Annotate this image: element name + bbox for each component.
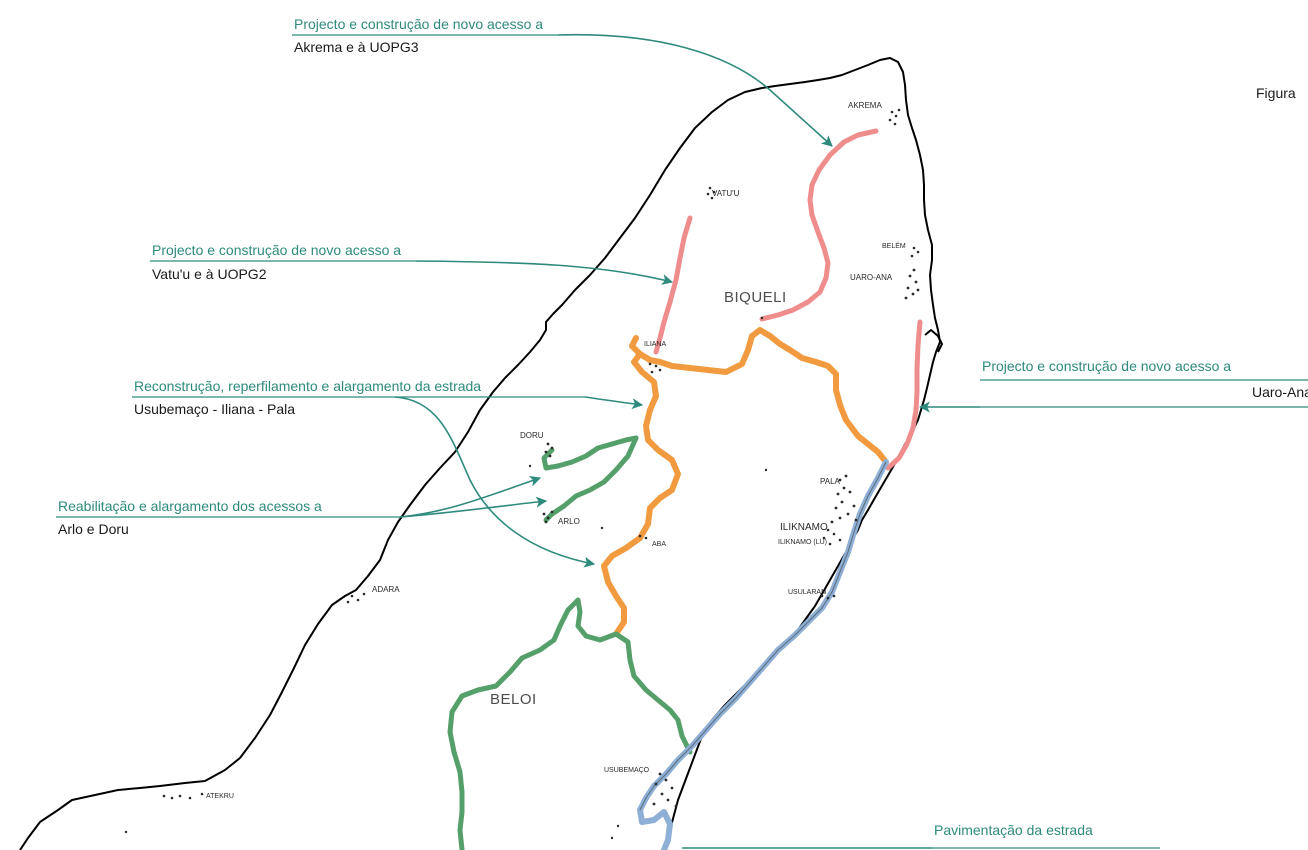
village-akrema-marker [888,108,901,126]
coastline-east-tip [924,329,943,353]
coastline-west [19,57,941,850]
annotation-uaroana-title: Projecto e construção de novo acesso a [982,358,1231,374]
place-label-aba: ABA [652,541,666,548]
region-label-beloi: BELOI [490,691,537,708]
annotation-reconstruction-subtitle: Usubemaço - Iliana - Pala [134,401,295,417]
place-label-atekru: ATEKRU [206,793,234,800]
annotation-uaroana-subtitle: Uaro-Ana [1252,384,1308,400]
place-label-usularan: USULARAN [788,589,826,596]
annotation-reconstruction-leader-2 [394,396,596,568]
annotation-paving-title: Pavimentação da estrada [934,822,1093,838]
annotation-akrema: Projecto e construção de novo acesso a A… [292,16,833,147]
annotation-paving: Pavimentação da estrada [682,822,1160,849]
village-arlo-marker [542,510,554,524]
village-usularan-marker [820,594,836,600]
route-arlo-access [543,435,639,523]
place-label-doru: DORU [520,431,544,440]
village-pala-marker [830,474,858,524]
place-label-iliana: ILIANA [644,341,667,348]
place-label-vatuu: VATU'U [712,189,740,198]
route-uaroana-new-access [885,319,923,471]
annotation-vatuu: Projecto e construção de novo acesso a V… [150,242,674,285]
village-belem-marker [910,246,920,258]
village-uaroana-marker [904,268,920,300]
annotation-akrema-title: Projecto e construção de novo acesso a [294,16,543,32]
annotation-rehab-title: Reabilitação e alargamento dos acessos a [58,498,322,514]
region-label-biqueli: BIQUELI [724,289,787,306]
place-label-adara: ADARA [372,585,400,594]
village-iliana-marker [648,362,662,374]
annotation-reconstruction-leader-1 [584,396,644,410]
village-vatuu-marker [706,186,716,200]
place-label-pala: PALA [820,477,841,486]
route-doru-access [541,435,639,471]
village-adara-marker [346,592,366,604]
annotation-akrema-subtitle: Akrema e à UOPG3 [294,39,419,55]
village-atekru-marker [162,792,204,800]
annotation-rehab-leader-arlo [399,496,548,518]
route-paving [637,459,889,850]
annotation-reconstruction: Reconstrução, reperfilamento e alargamen… [132,378,644,568]
place-label-akrema: AKREMA [848,101,882,110]
annotation-rehab-subtitle: Arlo e Doru [58,521,129,537]
scattered-markers [124,316,768,840]
village-usubemaco-marker [652,772,678,808]
annotation-rehab: Reabilitação e alargamento dos acessos a… [56,475,548,537]
route-beloi-network [447,597,693,850]
village-doru-marker [544,442,554,458]
annotation-akrema-leader [557,33,833,147]
route-reconstruction [601,327,889,637]
place-label-uaroana: UARO-ANA [850,273,893,282]
village-markers [124,108,920,840]
place-label-belem: BELÉM [882,241,906,250]
route-vatuu-new-access [653,215,693,355]
village-aba-marker [638,534,648,540]
place-label-arlo: ARLO [558,517,580,526]
place-label-iliknamo-lu: ILIKNAMO (LU) [778,539,827,546]
place-label-iliknamo: ILIKNAMO [780,522,828,533]
annotation-rehab-leader-doru [399,475,542,518]
village-iliknamo-marker [822,528,842,546]
annotation-reconstruction-title: Reconstrução, reperfilamento e alargamen… [134,378,481,394]
annotation-vatuu-leader [415,260,674,285]
figure-label: Figura [1256,85,1296,101]
route-akrema-new-access [759,128,879,322]
place-label-usubemaco: USUBEMAÇO [604,767,650,774]
annotation-vatuu-subtitle: Vatu'u e à UOPG2 [152,266,267,282]
route-paving-centerline [639,461,887,811]
route-reconstruction-iliana-spur [629,335,643,357]
annotation-vatuu-title: Projecto e construção de novo acesso a [152,242,401,258]
annotation-uaroana: Projecto e construção de novo acesso a U… [918,358,1308,413]
